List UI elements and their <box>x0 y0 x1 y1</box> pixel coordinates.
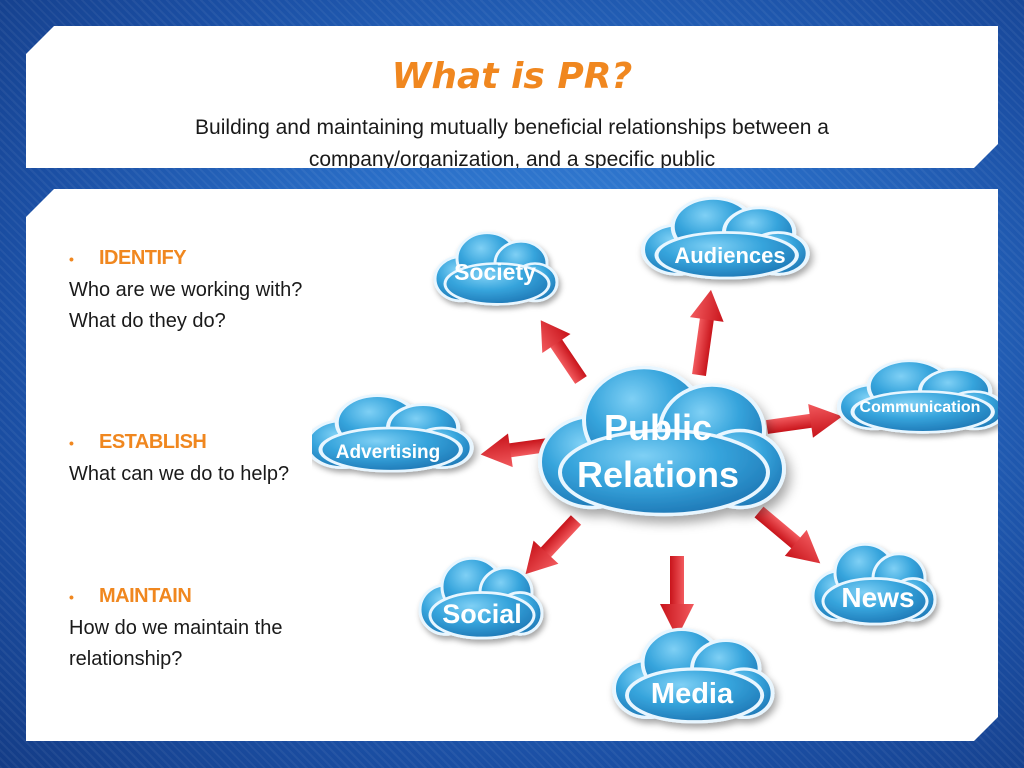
cloud-communication <box>839 361 998 432</box>
slide-title: What is PR? <box>391 56 633 97</box>
bullet-heading: IDENTIFY <box>99 247 187 269</box>
node-label-social: Social <box>442 599 522 629</box>
bullet-icon: • <box>69 250 74 267</box>
pr-mind-map: Society Audiences Communication Advertis… <box>312 190 998 724</box>
arrow-news <box>754 506 821 564</box>
bullet-text: Who are we working with? What do they do… <box>69 278 303 332</box>
bullet-establish: • ESTABLISH What can we do to help? <box>69 426 289 490</box>
arrow-society <box>540 320 587 384</box>
bullet-text: How do we maintain the relationship? <box>69 616 283 670</box>
center-label-line2: Relations <box>577 454 739 495</box>
arrow-advertising <box>480 433 549 468</box>
center-label-line1: Public <box>604 407 712 448</box>
bullet-identify: • IDENTIFY Who are we working with? What … <box>69 242 309 337</box>
node-label-media: Media <box>651 678 734 710</box>
node-label-communication: Communication <box>860 399 981 416</box>
bullet-icon: • <box>69 434 74 451</box>
title-panel: What is PR? Building and maintaining mut… <box>26 26 998 168</box>
bullet-heading: MAINTAIN <box>99 585 192 607</box>
bullet-maintain: • MAINTAIN How do we maintain the relatio… <box>69 580 309 675</box>
arrow-media <box>660 556 694 638</box>
bullet-icon: • <box>69 588 74 605</box>
node-label-audiences: Audiences <box>674 243 785 268</box>
slide-subtitle: Building and maintaining mutually benefi… <box>195 116 829 171</box>
node-label-news: News <box>841 582 914 613</box>
arrow-social <box>525 515 582 575</box>
bullet-heading: ESTABLISH <box>99 431 207 453</box>
bullet-text: What can we do to help? <box>69 462 290 485</box>
node-label-advertising: Advertising <box>336 442 441 463</box>
arrow-audiences <box>689 289 724 376</box>
arrow-communication <box>766 404 843 438</box>
node-label-society: Society <box>454 259 536 285</box>
